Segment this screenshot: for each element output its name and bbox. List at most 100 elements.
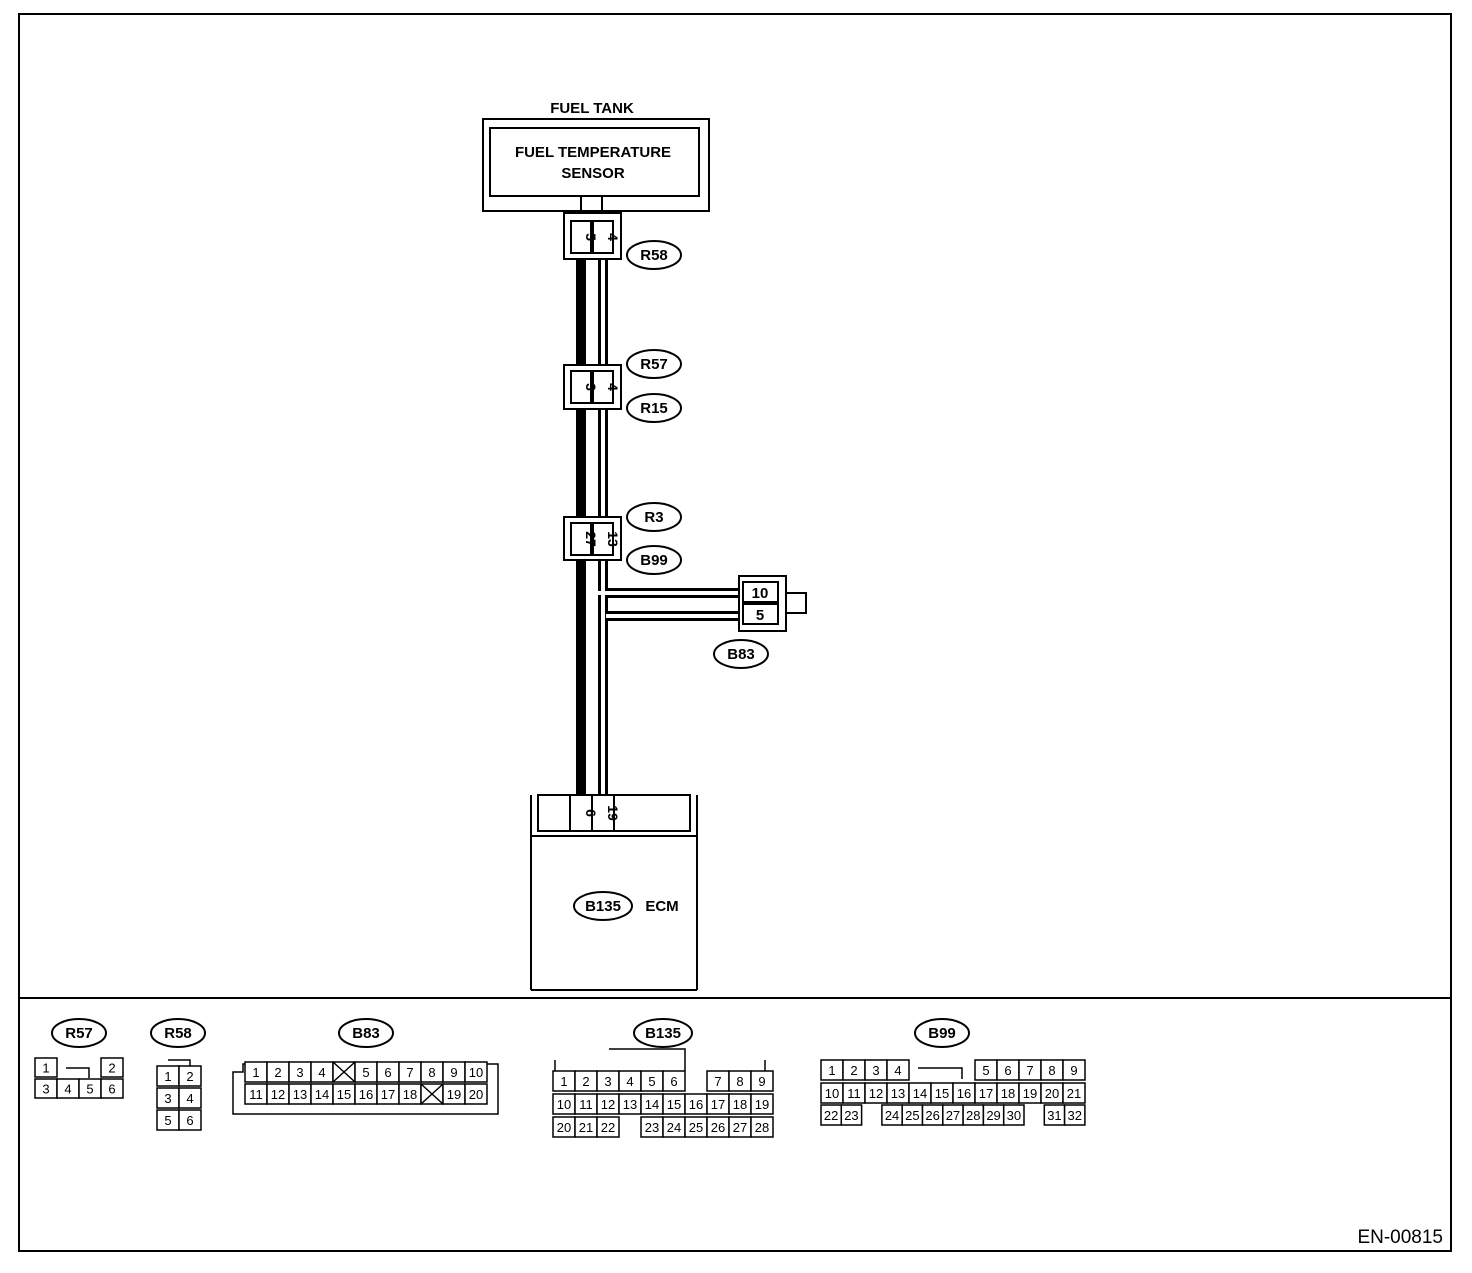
legend-b135-pin-20: 20 — [557, 1120, 571, 1135]
legend-b99-pin-19: 19 — [1023, 1086, 1037, 1101]
legend-b135-pin-2: 2 — [582, 1074, 589, 1089]
legend-b99-pin-31: 31 — [1047, 1108, 1061, 1123]
legend-b135-pin-4: 4 — [626, 1074, 633, 1089]
legend-b83-pin-blank8-blank-mark — [420, 1083, 444, 1105]
legend-r58-pin-6: 6 — [186, 1113, 193, 1128]
legend-r57-pin-6-cell — [100, 1078, 124, 1099]
legend-r58-pin-4-cell — [178, 1087, 202, 1109]
legend-b83-pin-2: 2 — [274, 1065, 281, 1080]
legend-b83-pin-10: 10 — [469, 1065, 483, 1080]
legend-b83-pin-10-cell — [464, 1061, 488, 1083]
legend-b99-pin-22: 22 — [824, 1108, 838, 1123]
b99-label-oval — [626, 545, 682, 575]
legend-b135-pin-14: 14 — [645, 1097, 659, 1112]
b135-label: B135 — [585, 898, 621, 915]
r57-pin-4-cell — [592, 370, 614, 404]
legend-b99-pin-18: 18 — [1001, 1086, 1015, 1101]
b135-label-oval — [573, 891, 633, 921]
legend-b135-pin-7: 7 — [714, 1074, 721, 1089]
b135-pin-6: 6 — [583, 809, 599, 817]
r15-label: R15 — [640, 400, 668, 417]
legend-b135-pin-22: 22 — [601, 1120, 615, 1135]
legend-b99-pin-30-cell — [1002, 1104, 1025, 1126]
legend-b99-pin-14: 14 — [913, 1086, 927, 1101]
connector-b83: 10 5 B83 — [713, 575, 807, 669]
legend-b135-pin-5: 5 — [648, 1074, 655, 1089]
legend-b135-pin-6-cell — [662, 1070, 686, 1092]
legend-b99-pin-24: 24 — [885, 1108, 899, 1123]
legend-b135-pin-10: 10 — [557, 1097, 571, 1112]
legend-b99-pin-32-cell — [1063, 1104, 1086, 1126]
r58-label-oval — [626, 240, 682, 270]
legend-b99-label: B99 — [928, 1025, 956, 1042]
r57-pin-3: 3 — [583, 383, 599, 391]
legend-b99-pin-7: 7 — [1026, 1063, 1033, 1078]
r58-pin-5-cell — [570, 220, 592, 254]
legend-b83-pin-6: 6 — [384, 1065, 391, 1080]
legend-b99-pin-23-cell — [840, 1104, 863, 1126]
legend-b99-pin-8: 8 — [1048, 1063, 1055, 1078]
legend-b83-label: B83 — [352, 1025, 380, 1042]
legend-b135-pin-28-cell — [750, 1116, 774, 1138]
legend-b83-pin-19: 19 — [447, 1087, 461, 1102]
r3-pin-27: 27 — [583, 531, 599, 547]
legend-b135-pin-19: 19 — [755, 1097, 769, 1112]
wire-branch-b83-inner — [598, 573, 741, 621]
legend-b99-pin-30: 30 — [1007, 1108, 1021, 1123]
legend-b135-pin-6: 6 — [670, 1074, 677, 1089]
legend-b135-pin-26: 26 — [711, 1120, 725, 1135]
r15-label-oval — [626, 393, 682, 423]
legend-r58-pin-4: 4 — [186, 1091, 193, 1106]
legend-b99-pin-15: 15 — [935, 1086, 949, 1101]
legend-b83-pin-20-cell — [464, 1083, 488, 1105]
legend-b99-pin-4: 4 — [894, 1063, 901, 1078]
legend-b83-pin-5: 5 — [362, 1065, 369, 1080]
legend-r58-pin-2: 2 — [186, 1069, 193, 1084]
legend-b83-pin-9: 9 — [450, 1065, 457, 1080]
legend-b135-pin-25: 25 — [689, 1120, 703, 1135]
legend-b99-pin-12: 12 — [869, 1086, 883, 1101]
sensor-label-line2: SENSOR — [561, 165, 625, 182]
legend-r58-pin-6-cell — [178, 1109, 202, 1131]
legend-b135-pin-19-cell — [750, 1093, 774, 1115]
b83-latch — [785, 592, 807, 614]
legend-b99-pin-26: 26 — [925, 1108, 939, 1123]
legend-b83-pin-13: 13 — [293, 1087, 307, 1102]
legend-b83-pin-16: 16 — [359, 1087, 373, 1102]
outer-frame — [18, 13, 1452, 1252]
legend-b135-label: B135 — [645, 1025, 681, 1042]
legend-b135-pin-17: 17 — [711, 1097, 725, 1112]
r3-pin-13: 13 — [605, 531, 621, 547]
b83-label: B83 — [727, 646, 755, 663]
legend-b135-pin-11: 11 — [579, 1097, 593, 1112]
legend-r57-pin-1-cell — [34, 1057, 58, 1078]
legend-labels: R57 R58 B83 B135 B99 — [51, 1018, 970, 1048]
legend-b135-pin-12: 12 — [601, 1097, 615, 1112]
legend-r58-oval — [150, 1018, 206, 1048]
legend-b83-pin-3: 3 — [296, 1065, 303, 1080]
connector-r58: 5 4 R58 — [563, 212, 682, 270]
r3-label: R3 — [644, 509, 663, 526]
legend-b83-pin-15: 15 — [337, 1087, 351, 1102]
legend-r57-pin-4: 4 — [64, 1082, 71, 1097]
legend-r57-label: R57 — [65, 1025, 93, 1042]
legend-b83-pin-20: 20 — [469, 1087, 483, 1102]
legend-b135-pin-18: 18 — [733, 1097, 747, 1112]
legend-b135-oval — [633, 1018, 693, 1048]
legend-b99-oval — [914, 1018, 970, 1048]
legend-b135-pin-13: 13 — [623, 1097, 637, 1112]
legend-r57-pin-2-cell — [100, 1057, 124, 1078]
legend-b135-pin-8: 8 — [736, 1074, 743, 1089]
legend-b99-pin-17: 17 — [979, 1086, 993, 1101]
b135-pin-19: 19 — [605, 805, 621, 821]
legend-b99-pin-1: 1 — [828, 1063, 835, 1078]
legend-connector-outlines — [66, 1048, 963, 1115]
legend-r57-pin-5: 5 — [86, 1082, 93, 1097]
r58-pin-5: 5 — [583, 233, 599, 241]
b135-pin-19-cell — [591, 794, 615, 832]
legend-b99-pin-10: 10 — [825, 1086, 839, 1101]
legend-b99-pin-11: 11 — [847, 1086, 861, 1101]
